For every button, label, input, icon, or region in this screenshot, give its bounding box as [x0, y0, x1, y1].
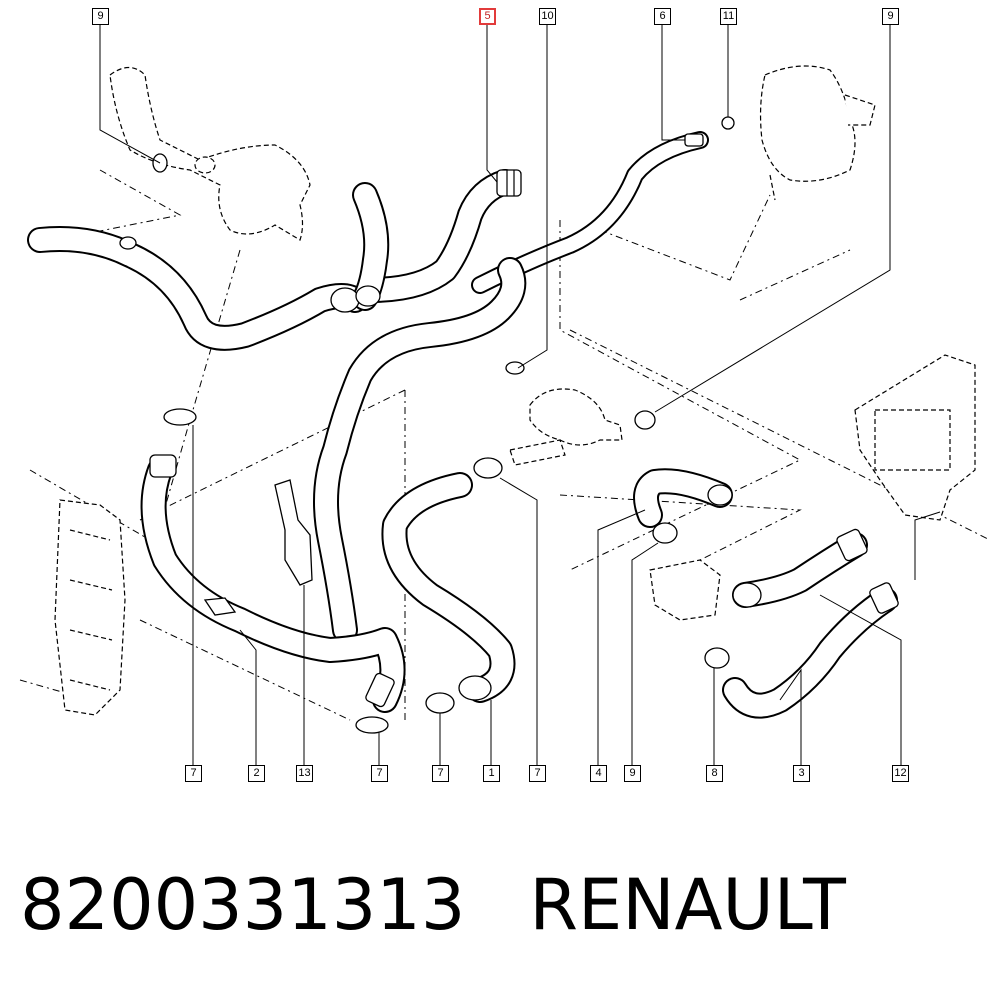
- callout-13[interactable]: 13: [296, 765, 313, 782]
- hose-exploded-diagram: .hose { fill: none; stroke: #000; stroke…: [19, 25, 991, 765]
- leader-lines: [99, 25, 941, 765]
- callout-9-top-right[interactable]: 9: [882, 8, 899, 25]
- brand-name: RENAULT: [529, 864, 846, 946]
- callout-8[interactable]: 8: [706, 765, 723, 782]
- callout-7-b[interactable]: 7: [371, 765, 388, 782]
- clamps: [163, 361, 730, 734]
- callout-4[interactable]: 4: [590, 765, 607, 782]
- callout-3[interactable]: 3: [793, 765, 810, 782]
- valve-block: [649, 559, 721, 621]
- expansion-reservoir: [721, 65, 876, 201]
- hose-part-12: [732, 528, 868, 608]
- callout-2[interactable]: 2: [248, 765, 265, 782]
- callout-9-bottom[interactable]: 9: [624, 765, 641, 782]
- callout-9-top-left[interactable]: 9: [92, 8, 109, 25]
- hose-part-4: [633, 468, 733, 528]
- part-caption: 8200331313 RENAULT: [20, 860, 846, 950]
- hose-part-2: [140, 454, 406, 713]
- callout-11[interactable]: 11: [720, 8, 737, 25]
- callout-7-a[interactable]: 7: [185, 765, 202, 782]
- radiator: [54, 499, 126, 716]
- callout-1[interactable]: 1: [483, 765, 500, 782]
- bracket-part-13: [274, 479, 313, 586]
- hose-part-6: [471, 131, 709, 294]
- thermostat-housing: [109, 66, 311, 241]
- callout-5-highlighted[interactable]: 5: [479, 8, 496, 25]
- outlet-housing: [509, 388, 623, 466]
- callout-12[interactable]: 12: [892, 765, 909, 782]
- hose-part-5: [330, 169, 522, 313]
- callout-6[interactable]: 6: [654, 8, 671, 25]
- hose-lower-center: [381, 472, 516, 703]
- callout-10[interactable]: 10: [539, 8, 556, 25]
- part-number: 8200331313: [20, 864, 466, 946]
- hose-part-1: [313, 257, 527, 643]
- callout-7-d[interactable]: 7: [529, 765, 546, 782]
- hose-part-9-upper: [27, 226, 368, 351]
- callout-7-c[interactable]: 7: [432, 765, 449, 782]
- hose-part-3: [722, 582, 899, 719]
- heater-core: [854, 354, 976, 521]
